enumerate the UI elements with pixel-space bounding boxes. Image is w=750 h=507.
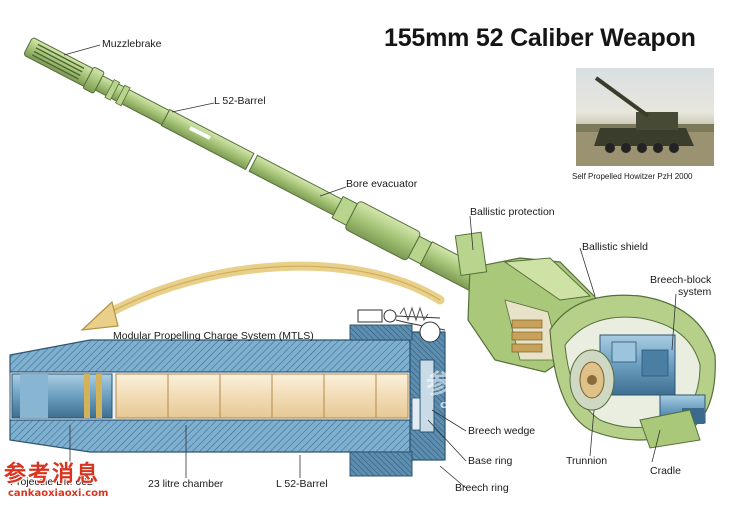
watermark-corner-url: cankaoxiaoxi.com (8, 488, 109, 499)
howitzer-silhouette (576, 76, 714, 166)
muzzlebrake-part (23, 37, 105, 94)
label-ballistic-protection: Ballistic protection (470, 206, 555, 218)
label-breech-block-line2: system (678, 286, 712, 298)
watermark-center-cn: 参考消息 (426, 370, 555, 400)
label-chamber: 23 litre chamber (148, 478, 224, 490)
page-title: 155mm 52 Caliber Weapon (384, 24, 696, 52)
detail-arrowhead (80, 300, 119, 331)
leader-lines (63, 44, 677, 489)
watermark-corner-cn: 参考消息 (4, 461, 101, 487)
chamber-cross-section (9, 306, 446, 477)
label-breech-wedge: Breech wedge (468, 425, 536, 437)
barrel-break (189, 126, 211, 140)
label-barrel-upper: L 52-Barrel (214, 95, 266, 107)
label-projectile: Projectile DM 602 (10, 476, 93, 488)
label-barrel-lower: L 52-Barrel (276, 478, 328, 490)
label-breech-ring: Breech ring (455, 482, 509, 494)
photo-caption: Self Propelled Howitzer PzH 2000 (572, 172, 693, 181)
label-trunnion: Trunnion (566, 455, 608, 467)
watermark-center-url: cankaoxiaoxi.com (440, 398, 551, 411)
label-cradle: Cradle (650, 465, 681, 477)
label-breech-block: Breech-block system (650, 274, 711, 298)
label-breech-block-line1: Breech-block (650, 274, 712, 286)
howitzer-photo (576, 68, 714, 166)
label-base-ring: Base ring (468, 455, 513, 467)
label-ballistic-shield: Ballistic shield (582, 241, 648, 253)
label-mtls: Modular Propelling Charge System (MTLS) (113, 330, 314, 342)
label-bore-evacuator: Bore evacuator (346, 178, 418, 190)
label-muzzlebrake: Muzzlebrake (102, 38, 162, 50)
breech-assembly (454, 231, 716, 449)
